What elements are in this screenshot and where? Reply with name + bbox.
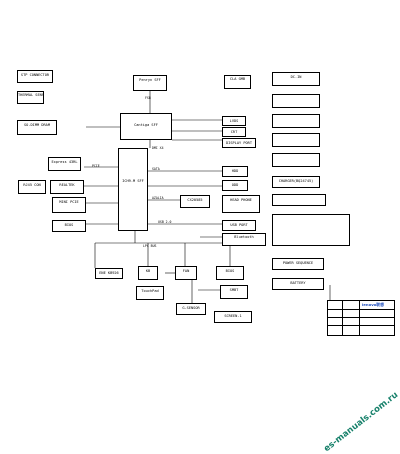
mini-pcie-label: MINI PCIE [59,200,79,204]
bluetooth-label: Bluetooth [234,235,254,239]
power-block-2 [272,114,320,128]
power-block-3 [272,133,320,147]
penryn-block: Penryn SFF [133,75,167,91]
lpc-bus-label: LPC BUS [143,244,157,248]
rj45-label: RJ45 CON [23,183,41,187]
power-rails-block [272,214,350,246]
stp-connector-label: STP CONNECTOR [20,73,50,77]
title-block: lenovo联想 [327,300,395,336]
g-sensor-block: G-SENSOR [176,303,206,315]
azalia-bus-label: AZALIA [152,196,164,200]
cantiga-block: Cantiga SFF [120,113,172,140]
g-sensor-label: G-SENSOR [182,306,200,310]
cla-gmb-label: CLA GMB [229,77,246,81]
newcard-label: Express 43RL [51,160,78,164]
rj45-block: RJ45 CON [18,180,46,194]
touchpad-block: TouchPad [136,286,164,300]
cla-gmb-block: CLA GMB [224,75,251,89]
newcard-block: Express 43RL [48,157,81,171]
ec-label: ENE KB926 [99,271,119,275]
lvds-block: LVDS [222,116,246,126]
crt-block: CRT [222,127,246,137]
kb-block: KB [138,266,158,280]
schematic-sheet: STP CONNECTOR THERMAL SENSOR SO-DIMM DRA… [17,70,400,454]
realtek-block: REALTEK [50,180,84,194]
ddr3-label: SO-DIMM DRAM [24,123,50,127]
battery-label: BATTERY [290,281,306,285]
power-block-4 [272,153,320,167]
thermal-sensor-label: THERMAL SENSOR [18,93,43,97]
sata-bus-label: SATA [152,167,160,171]
codec-label: CX20585 [187,198,203,202]
usb-port-block: USB PORT [222,220,256,231]
screen-label: SCREEN-1 [224,314,242,318]
charger-block: CHARGER(BQ24745) [272,176,320,188]
crt-label: CRT [230,130,238,134]
penryn-label: Penryn SFF [139,78,161,82]
bios-rom-label: BIOS [225,269,235,273]
hdd-label: HDD [231,169,239,173]
stp-connector-block: STP CONNECTOR [17,70,53,83]
mini-pcie-block: MINI PCIE [52,197,86,213]
usb-bus-label: USB 2.0 [158,220,172,224]
power-block-5 [272,194,326,206]
odd-label: ODD [231,183,239,187]
display-port-block: DISPLAY PORT [222,138,256,148]
fan-label: FAN [182,269,190,273]
ich9m-label: ICH9-M SFF [122,179,144,183]
headphone-label: HEAD PHONE [230,198,252,202]
hdd-block: HDD [222,166,248,177]
touchpad-label: TouchPad [141,289,159,293]
headphone-block: HEAD PHONE [222,195,260,213]
dc-in-block: DC-IN [272,72,320,86]
smbt-label: SMBT [229,288,239,292]
connection-lines [84,91,331,303]
lvds-label: LVDS [229,119,239,123]
power-sequence-block: POWER SEQUENCE [272,258,324,270]
bluetooth-block: Bluetooth [222,233,266,246]
fsb-bus-label: FSB [145,96,151,100]
realtek-label: REALTEK [59,183,75,187]
lenovo-logo: lenovo联想 [362,302,384,307]
bios-label: BIOS [64,223,74,227]
charger-label: CHARGER(BQ24745) [278,179,314,183]
ddr3-block: SO-DIMM DRAM [17,120,57,135]
smbt-block: SMBT [220,285,248,299]
ich9m-block: ICH9-M SFF [118,148,148,231]
codec-block: CX20585 [180,195,210,208]
odd-block: ODD [222,180,248,191]
thermal-sensor-block: THERMAL SENSOR [17,91,44,104]
power-sequence-label: POWER SEQUENCE [282,261,314,265]
screen-block: SCREEN-1 [214,311,252,323]
fan-block: FAN [175,266,197,280]
cantiga-label: Cantiga SFF [134,123,158,127]
dmi-bus-label: DMI X4 [152,146,164,150]
display-port-label: DISPLAY PORT [226,141,252,145]
kb-label: KB [145,269,151,273]
pcie-bus-label: PCIE [92,164,100,168]
dc-in-label: DC-IN [290,75,302,79]
bios-rom-block: BIOS [216,266,244,280]
power-block-1 [272,94,320,108]
bios-block: BIOS [52,220,86,232]
usb-port-label: USB PORT [230,223,248,227]
battery-block: BATTERY [272,278,324,290]
ec-block: ENE KB926 [95,268,123,279]
